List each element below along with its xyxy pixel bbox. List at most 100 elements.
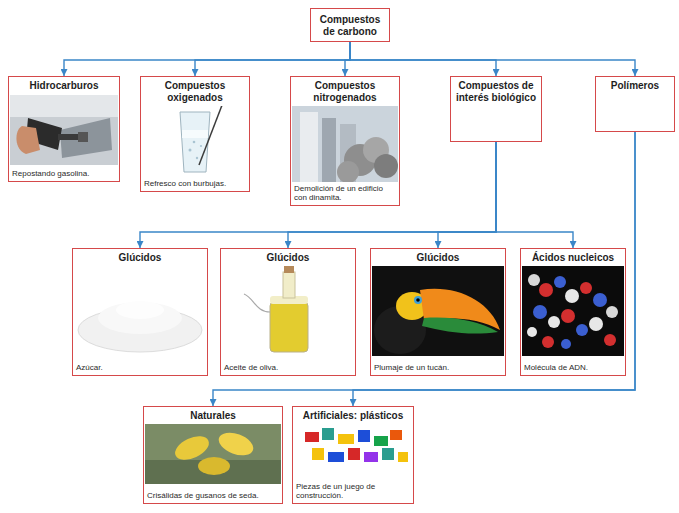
connectors — [64, 42, 635, 406]
root-box: Compuestos de carbono — [310, 8, 390, 42]
dna-model-photo-shape — [554, 276, 566, 288]
sugar-photo-shape — [98, 302, 182, 334]
toy-bricks-photo-shape — [305, 432, 319, 442]
dna-model-photo-shape — [533, 305, 547, 319]
category-box: HidrocarburosRepostando gasolina. — [8, 76, 120, 182]
category-box: GlúcidosPlumaje de un tucán. — [370, 248, 506, 376]
soda-glass-photo-shape — [193, 141, 196, 144]
fuel-photo-shape — [78, 132, 88, 142]
box-title: Artificiales: plásticos — [293, 407, 413, 424]
silk-cocoon-photo — [145, 424, 281, 484]
photo-caption: Crisálidas de gusanos de seda. — [144, 489, 282, 503]
box-title: Compuestos de carbono — [311, 11, 389, 40]
fuel-photo-shape — [10, 95, 118, 165]
branch-connector — [350, 42, 496, 76]
toucan-photo-shape — [422, 318, 498, 334]
soda-glass-photo-shape — [180, 112, 210, 172]
silk-cocoon-photo-shape — [198, 457, 230, 475]
box-title: Ácidos nucleicos — [521, 249, 625, 266]
soda-glass-photo-shape — [200, 145, 202, 147]
dna-model-photo-shape — [561, 309, 575, 323]
category-box: NaturalesCrisálidas de gusanos de seda. — [143, 406, 283, 504]
sugar-photo — [78, 301, 202, 352]
toy-bricks-photo-shape — [338, 434, 354, 444]
photo-caption: Repostando gasolina. — [9, 167, 119, 181]
toucan-photo-shape — [416, 298, 420, 302]
toy-bricks-photo-shape — [312, 448, 324, 460]
box-title: Compuestos de interés biológico — [451, 77, 541, 106]
dna-model-photo-shape — [527, 327, 537, 337]
photo-caption: Aceite de oliva. — [221, 361, 355, 375]
toy-bricks-photo — [305, 428, 408, 462]
dna-model-photo-shape — [576, 324, 588, 336]
box-title: Glúcidos — [221, 249, 355, 266]
demolition-photo-shape — [292, 106, 398, 182]
photo-caption: Plumaje de un tucán. — [371, 361, 505, 375]
soda-glass-photo-shape — [182, 130, 208, 138]
soda-glass-photo-shape — [199, 100, 224, 165]
toucan-photo — [372, 266, 504, 356]
photo-caption: Piezas de un juego de construcción. — [293, 480, 413, 503]
branch-connector — [195, 42, 350, 76]
demolition-photo-shape — [322, 118, 336, 182]
fuel-photo-shape — [10, 95, 118, 117]
branch-connector — [213, 132, 635, 406]
box-title: Naturales — [144, 407, 282, 424]
category-box: Ácidos nucleicosMolécula de ADN. — [520, 248, 626, 376]
toy-bricks-photo-shape — [382, 448, 394, 460]
branch-connector — [140, 142, 496, 248]
dna-model-photo — [522, 266, 624, 356]
fuel-photo-shape — [16, 126, 40, 154]
box-title: Glúcidos — [73, 249, 207, 266]
dna-model-photo-shape — [539, 283, 553, 297]
demolition-photo-shape — [300, 112, 318, 182]
branch-connector — [345, 42, 350, 76]
toucan-photo-shape — [372, 266, 504, 356]
dna-model-photo-shape — [548, 316, 560, 328]
soda-glass-photo-shape — [189, 149, 192, 152]
dna-model-photo-shape — [580, 282, 592, 294]
dna-model-photo-shape — [542, 336, 554, 348]
fuel-photo — [10, 95, 118, 165]
soda-glass-photo-shape — [196, 157, 198, 159]
demolition-photo-shape — [374, 154, 398, 178]
box-title: Polímeros — [596, 77, 674, 94]
category-box: Compuestos nitrogenadosDemolición de un … — [290, 76, 400, 206]
dna-model-photo-shape — [589, 317, 603, 331]
branch-connector — [496, 142, 573, 248]
oil-bottle-photo-shape — [283, 272, 295, 298]
photo-caption: Demolición de un edificio con dinamita. — [291, 182, 399, 205]
toy-bricks-photo-shape — [358, 430, 370, 442]
category-box: GlúcidosAceite de oliva. — [220, 248, 356, 376]
box-title: Glúcidos — [371, 249, 505, 266]
category-box: Compuestos de interés biológico — [450, 76, 542, 142]
dna-model-photo-shape — [593, 293, 607, 307]
dna-model-photo-shape — [522, 266, 624, 356]
branch-connector — [288, 142, 496, 248]
silk-cocoon-photo-shape — [145, 424, 281, 484]
branch-connector — [64, 42, 350, 76]
toy-bricks-photo-shape — [364, 452, 378, 462]
toy-bricks-photo-shape — [348, 448, 360, 460]
oil-bottle-photo-shape — [244, 294, 270, 312]
demolition-photo-shape — [337, 161, 359, 183]
silk-cocoon-photo-shape — [216, 428, 257, 459]
demolition-photo — [292, 106, 398, 183]
box-title: Hidrocarburos — [9, 77, 119, 94]
category-box: Polímeros — [595, 76, 675, 132]
dna-model-photo-shape — [565, 289, 579, 303]
category-box: Artificiales: plásticosPiezas de un jueg… — [292, 406, 414, 504]
soda-glass-photo — [180, 100, 224, 172]
dna-model-photo-shape — [528, 274, 540, 286]
branch-connector — [350, 42, 635, 76]
category-box: Compuestos oxigenadosRefresco con burbuj… — [140, 76, 250, 192]
toy-bricks-photo-shape — [328, 452, 344, 462]
illustrations — [10, 95, 624, 484]
box-title: Compuestos nitrogenados — [291, 77, 399, 106]
oil-bottle-photo — [244, 264, 308, 352]
photo-caption: Molécula de ADN. — [521, 361, 625, 375]
oil-bottle-photo-shape — [270, 302, 308, 352]
toy-bricks-photo-shape — [390, 430, 402, 440]
toy-bricks-photo-shape — [398, 452, 408, 462]
toy-bricks-photo-shape — [374, 436, 388, 446]
